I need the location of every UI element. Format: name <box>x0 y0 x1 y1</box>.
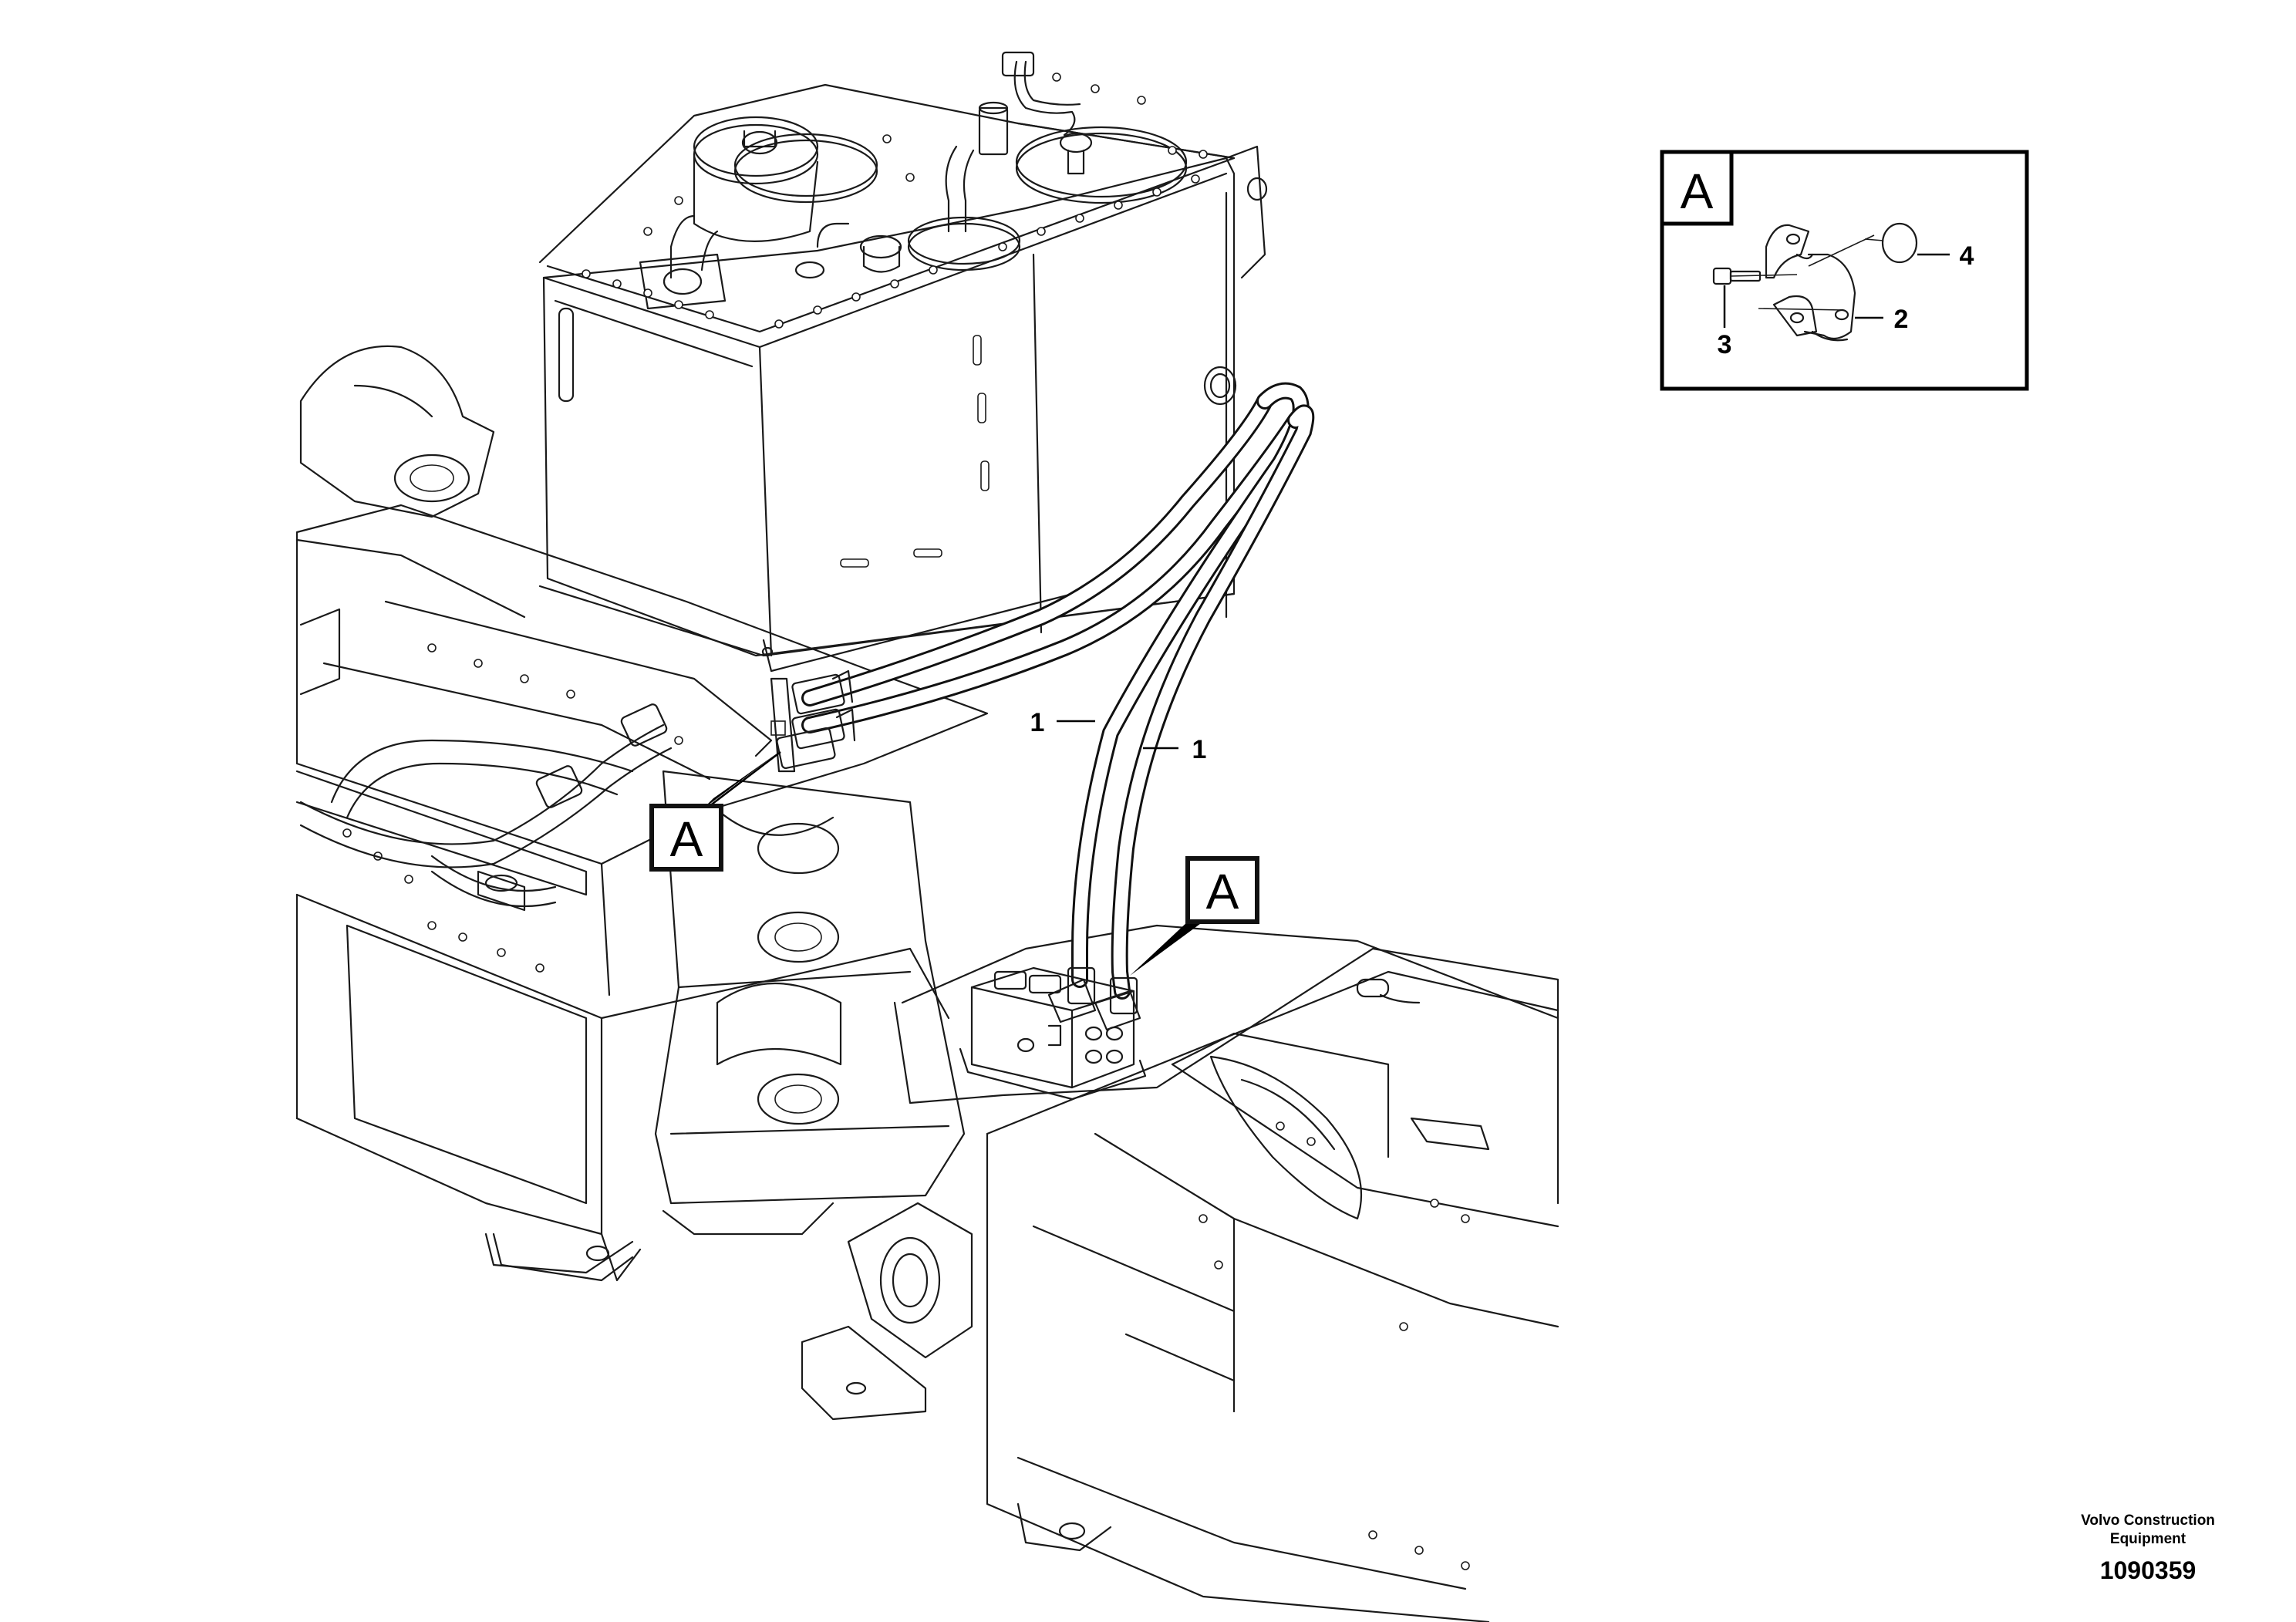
detail-a-lower-text: A <box>1206 864 1239 919</box>
detail-a-lower-label: A <box>1130 856 1259 976</box>
figure-number: 1090359 <box>2099 1556 2197 1584</box>
inset-frame <box>1660 150 2029 391</box>
callout-1-left: 1 <box>1030 708 1095 737</box>
callout-3-text: 3 <box>1718 330 1732 359</box>
detail-a-inset: A 4 2 3 <box>1660 150 2029 391</box>
screw-part <box>1712 267 1798 328</box>
callout-1-right: 1 <box>1143 735 1206 764</box>
callout-2-text: 2 <box>1894 305 1909 334</box>
hydraulic-hoses <box>770 382 1315 1031</box>
company-name-line1: Volvo Construction <box>2081 1512 2215 1529</box>
left-upper-structure <box>295 345 773 912</box>
callout-1-right-text: 1 <box>1192 735 1207 764</box>
footer-block: Volvo Construction Equipment 1090359 <box>2052 1512 2244 1585</box>
company-name-line2: Equipment <box>2109 1531 2186 1547</box>
detail-a-upper-text: A <box>670 811 703 867</box>
o-ring-part <box>1864 222 1950 264</box>
hydraulic-tank <box>538 51 1268 673</box>
callout-1-left-text: 1 <box>1030 708 1045 737</box>
flange-part <box>1758 224 1883 342</box>
callout-4-text: 4 <box>1960 241 1974 271</box>
inset-letter: A <box>1681 164 1714 219</box>
valve-block <box>959 966 1147 1101</box>
lower-frame <box>295 504 1559 1622</box>
detail-a-upper-label: A <box>649 751 781 872</box>
